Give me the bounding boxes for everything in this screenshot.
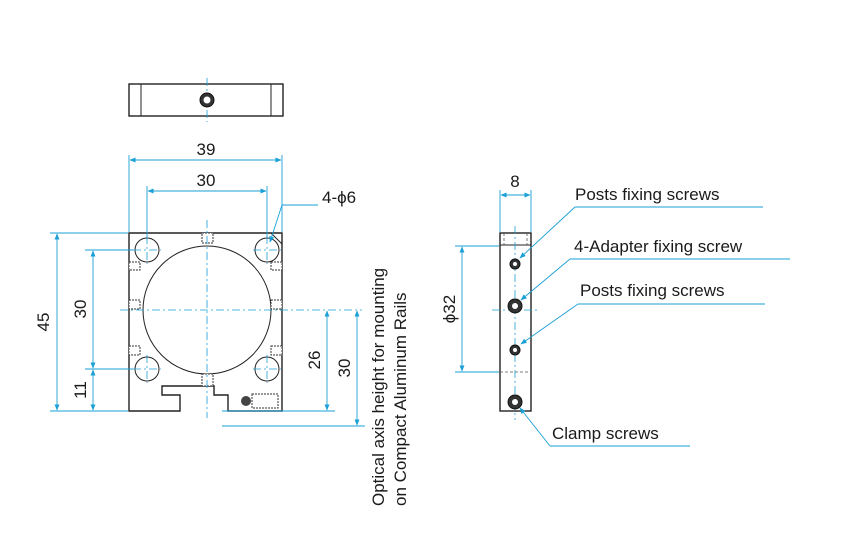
dim-phi32: ϕ32 [440, 245, 499, 373]
dim-8: 8 [499, 172, 532, 232]
dim-30axis-text: 30 [335, 359, 354, 378]
side-screws [507, 258, 523, 410]
front-view [120, 220, 362, 418]
dim-26: 26 [222, 310, 335, 412]
label-adapter: 4-Adapter fixing screw [574, 237, 743, 256]
axis-label-line2: on Compact Aluminum Rails [391, 292, 410, 506]
leader-holes: 4-ϕ6 [269, 188, 356, 243]
dim-30-v: 30 [71, 249, 133, 370]
dim-30-h: 30 [146, 171, 268, 238]
top-view [128, 78, 284, 122]
dim-45-text: 45 [34, 313, 53, 332]
label-posts-top: Posts fixing screws [575, 185, 720, 204]
dim-30v-text: 30 [71, 300, 90, 319]
dim-30-axis: 30 [222, 310, 365, 427]
leader-posts-top: Posts fixing screws [519, 185, 763, 259]
dim-26-text: 26 [305, 351, 324, 370]
holes-text: 4-ϕ6 [322, 188, 356, 207]
label-clamp: Clamp screws [552, 424, 659, 443]
leader-clamp: Clamp screws [519, 407, 690, 447]
dim-39: 39 [128, 140, 283, 232]
front-screws [128, 232, 283, 409]
label-posts-bottom: Posts fixing screws [580, 281, 725, 300]
leader-adapter: 4-Adapter fixing screw [520, 237, 790, 301]
optical-axis-label: Optical axis height for mounting on Comp… [369, 268, 410, 506]
dim-11: 11 [71, 369, 96, 411]
side-view [492, 226, 540, 420]
dim-39-text: 39 [197, 140, 216, 159]
dim-11-text: 11 [71, 381, 90, 399]
dim-phi32-text: ϕ32 [440, 295, 459, 323]
dim-45: 45 [34, 232, 128, 412]
dim-30h-text: 30 [197, 171, 216, 190]
axis-label-line1: Optical axis height for mounting [369, 268, 388, 506]
leader-posts-bottom: Posts fixing screws [520, 281, 765, 345]
dim-8-text: 8 [510, 172, 519, 191]
